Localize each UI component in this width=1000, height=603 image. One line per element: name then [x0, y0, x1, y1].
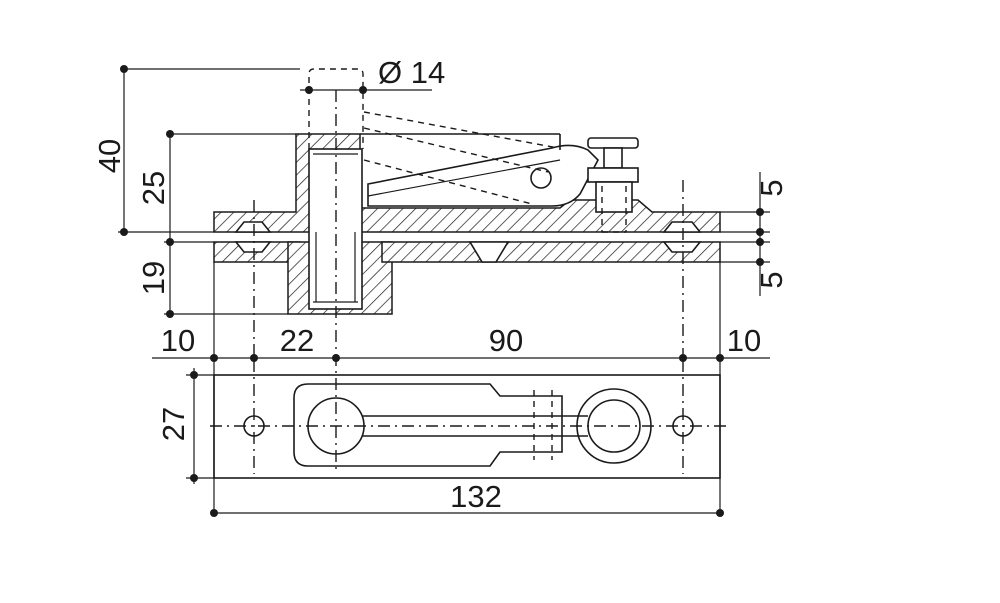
dim-width-10-left: 10	[161, 323, 195, 358]
countersink-left	[234, 221, 272, 233]
countersink-right	[662, 221, 702, 233]
slot-housing	[293, 383, 563, 467]
dim-depth-27: 27	[156, 407, 191, 441]
dim-height-25: 25	[136, 171, 171, 205]
arm-open-position	[363, 111, 559, 149]
dim-thickness-5-bottom: 5	[754, 271, 789, 288]
countersink-middle	[468, 241, 510, 263]
arm-hole	[530, 167, 552, 189]
dim-thickness-5-top: 5	[754, 179, 789, 196]
dim-width-22: 22	[280, 323, 314, 358]
dimension-lines	[118, 65, 770, 517]
pin-extension	[308, 68, 364, 149]
closer-arm	[367, 144, 599, 207]
dim-width-10-right: 10	[727, 323, 761, 358]
side-view	[213, 68, 721, 474]
dim-width-90: 90	[489, 323, 523, 358]
dim-height-40: 40	[92, 139, 127, 173]
dim-width-132: 132	[450, 479, 502, 514]
dim-diameter-14: Ø 14	[378, 55, 445, 90]
dim-height-19: 19	[136, 261, 171, 295]
top-view	[210, 360, 730, 479]
adjusting-screw	[587, 137, 639, 233]
